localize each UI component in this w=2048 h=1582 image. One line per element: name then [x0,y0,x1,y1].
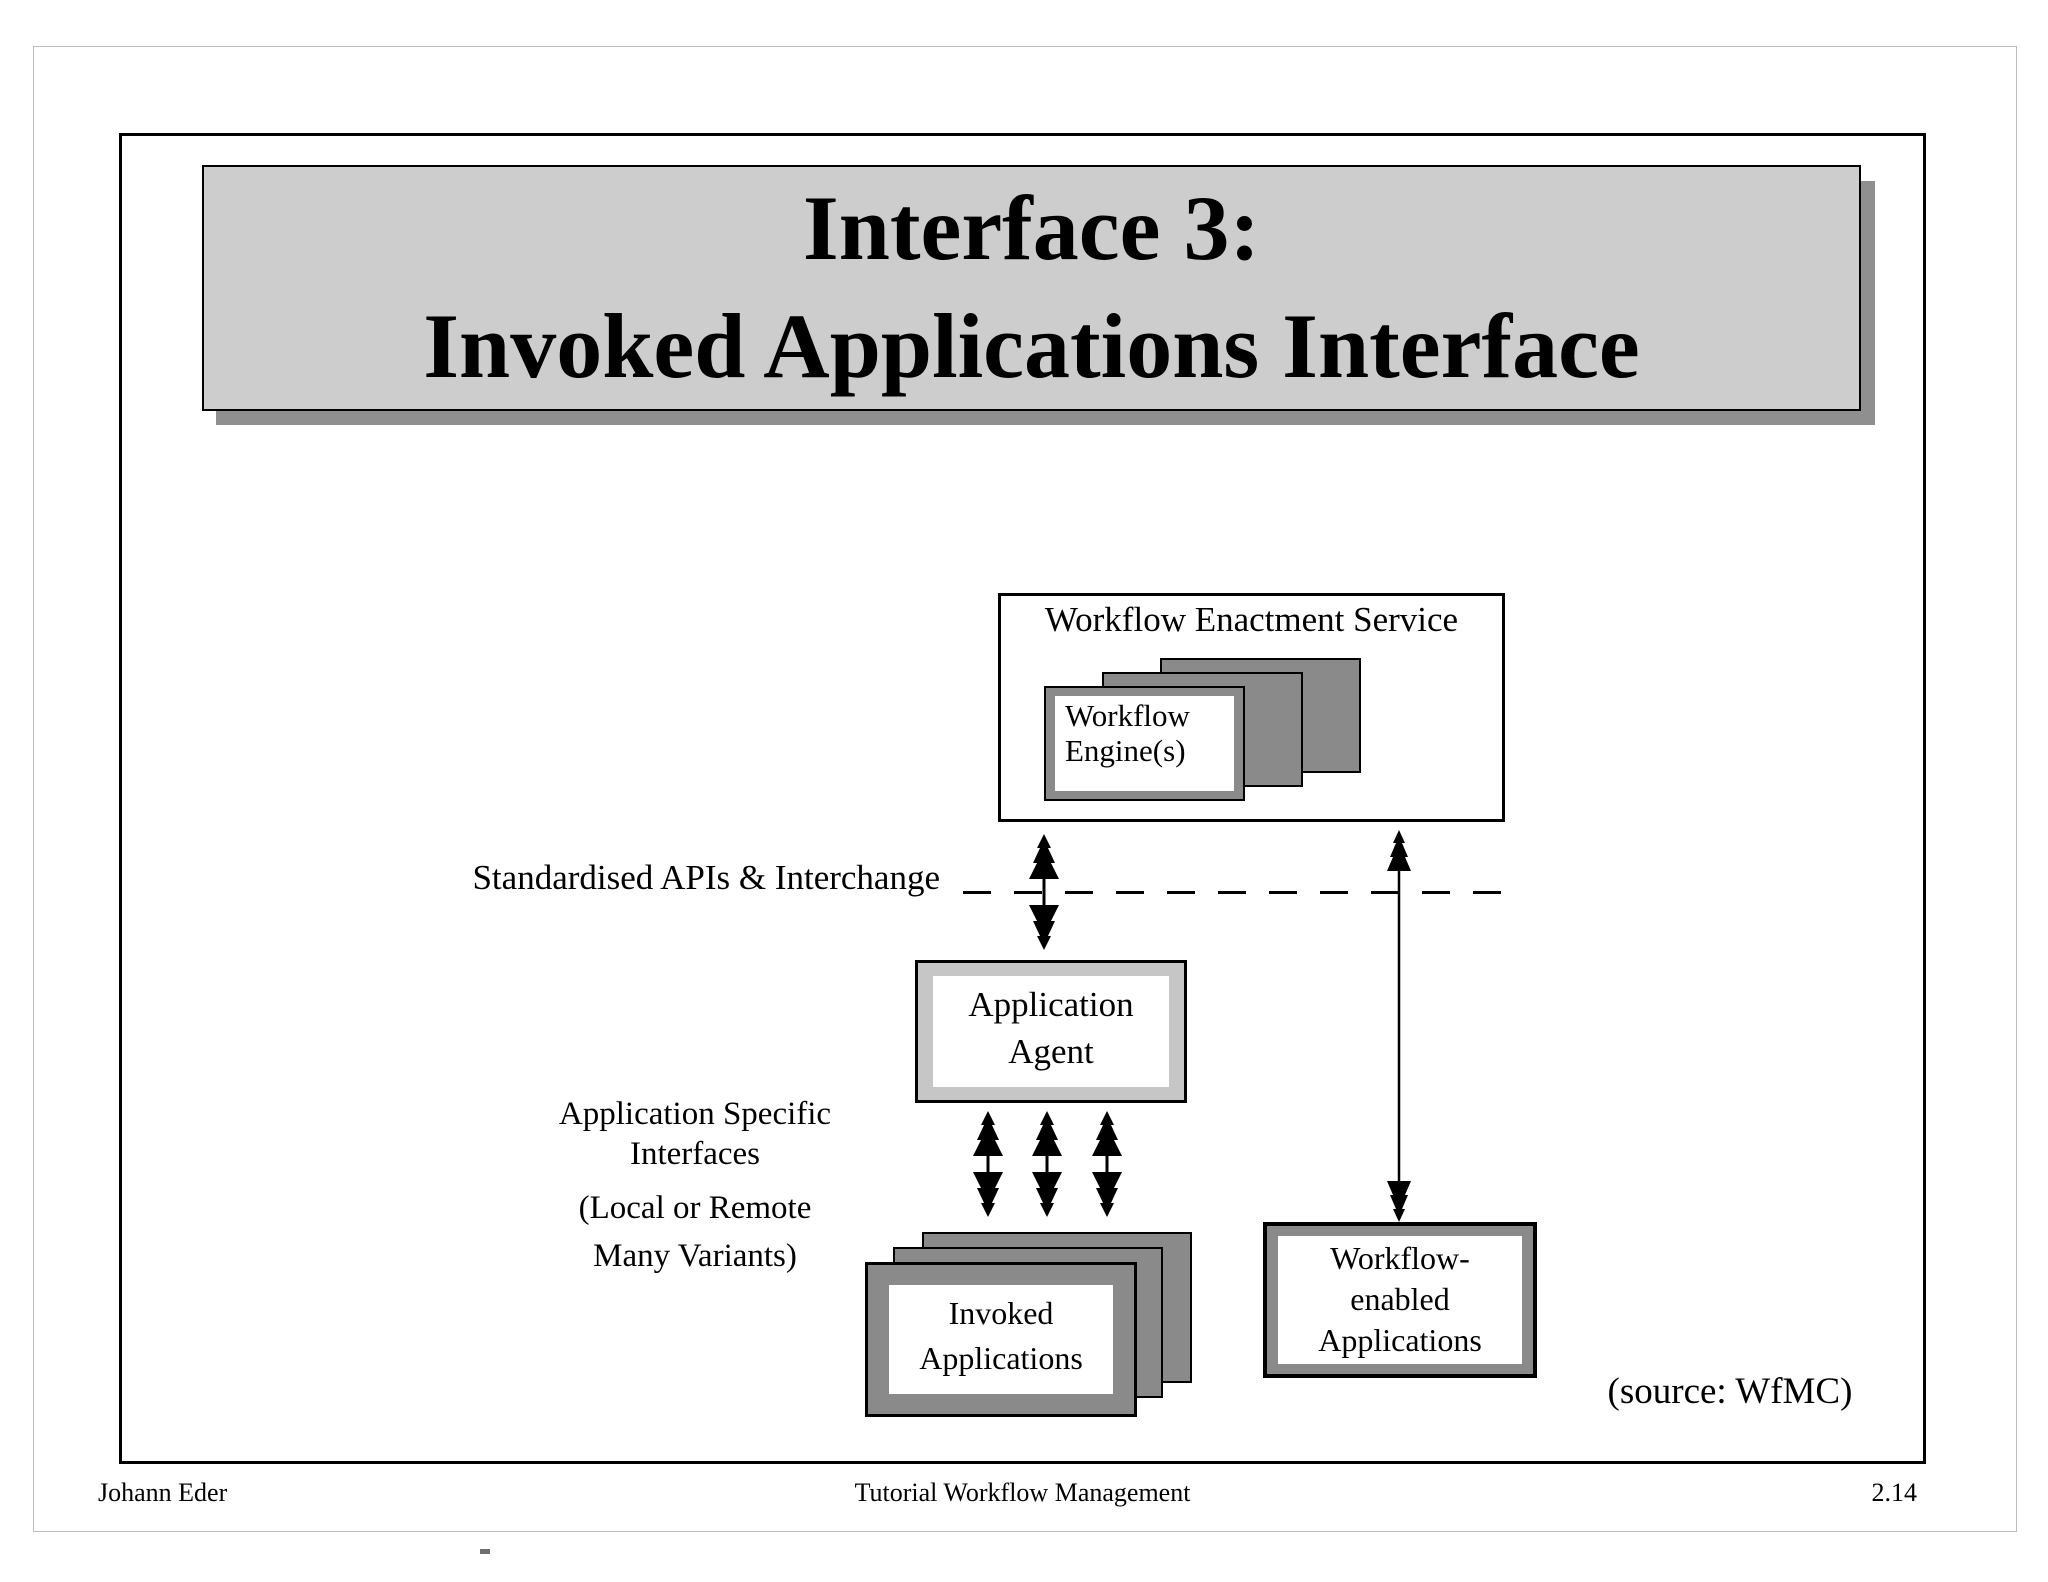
asi-line2: Interfaces [629,1136,761,1172]
invoked-line1: Invoked [948,1295,1054,1331]
workflow-engine-label: Workflow Engine(s) [1055,696,1234,791]
invoked-applications-box: Invoked Applications [865,1262,1137,1417]
application-specific-interfaces-label: Application Specific Interfaces (Local o… [430,1094,960,1276]
invoked-applications-label: Invoked Applications [889,1285,1113,1394]
double-arrow-agent-invoked-3 [1092,1111,1122,1217]
stray-mark [480,1549,490,1554]
application-agent-line2: Agent [1008,1032,1094,1071]
workflow-enactment-service-label: Workflow Enactment Service [1044,600,1459,639]
footer-page-number: 2.14 [1871,1478,1918,1507]
workflow-engine-line1: Workflow [1065,698,1190,733]
application-agent-box: Application Agent [915,960,1187,1103]
asi-line1: Application Specific [558,1096,832,1132]
application-agent-label: Application Agent [933,976,1169,1087]
invoked-line2: Applications [919,1340,1083,1376]
workflow-engine-line2: Engine(s) [1065,733,1186,768]
application-agent-line1: Application [968,985,1134,1024]
interface-dashed-line [963,891,1523,894]
double-arrow-agent-invoked-1 [973,1111,1003,1217]
asi-line4: Many Variants) [593,1238,797,1274]
title-line1: Interface 3: [802,177,1261,279]
footer-title: Tutorial Workflow Management [854,1478,1191,1507]
title-line2: Invoked Applications Interface [423,295,1640,397]
double-arrow-enactment-wfenabled [1387,830,1411,1222]
source-note: (source: WfMC) [1607,1371,1853,1412]
workflow-enabled-applications-box: Workflow- enabled Applications [1263,1222,1537,1378]
footer-author: Johann Eder [98,1478,228,1507]
workflow-engine-box: Workflow Engine(s) [1044,686,1245,801]
double-arrow-enactment-agent [1029,834,1059,950]
standardised-apis-label: Standardised APIs & Interchange [472,858,940,897]
double-arrow-agent-invoked-2 [1032,1111,1062,1217]
wfe-line2: enabled [1350,1281,1450,1317]
wfe-line1: Workflow- [1330,1240,1470,1276]
asi-line3: (Local or Remote [578,1190,812,1226]
workflow-enabled-applications-label: Workflow- enabled Applications [1278,1236,1522,1364]
wfe-line3: Applications [1318,1322,1482,1358]
page-border [33,46,2017,1532]
title-banner: Interface 3: Invoked Applications Interf… [202,165,1861,411]
